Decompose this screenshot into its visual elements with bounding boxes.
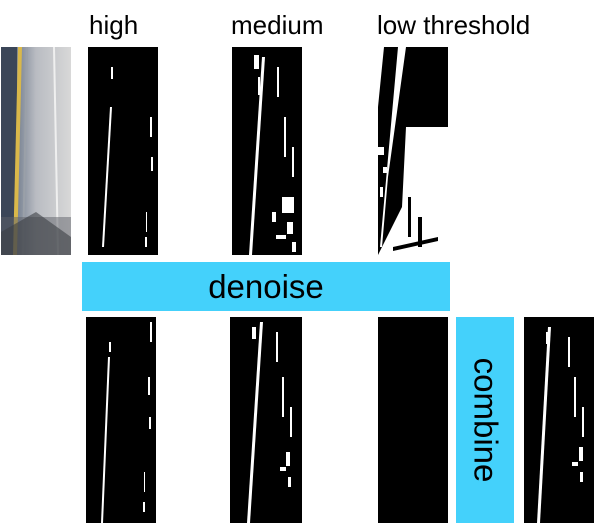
original-road-image	[1, 47, 71, 255]
combined-mask	[524, 317, 594, 523]
label-medium: medium	[231, 10, 324, 40]
high-threshold-mask	[88, 47, 158, 255]
low-denoised-mask	[378, 317, 448, 523]
label-low-threshold: low threshold	[377, 10, 531, 40]
medium-denoised-mask	[230, 317, 302, 523]
medium-threshold-mask	[232, 47, 302, 255]
high-denoised-mask	[86, 317, 156, 523]
combine-step: combine	[456, 317, 514, 523]
low-threshold-mask	[378, 47, 448, 255]
denoise-step: denoise	[82, 262, 450, 311]
label-high: high	[89, 10, 139, 40]
combine-label: combine	[467, 357, 505, 483]
